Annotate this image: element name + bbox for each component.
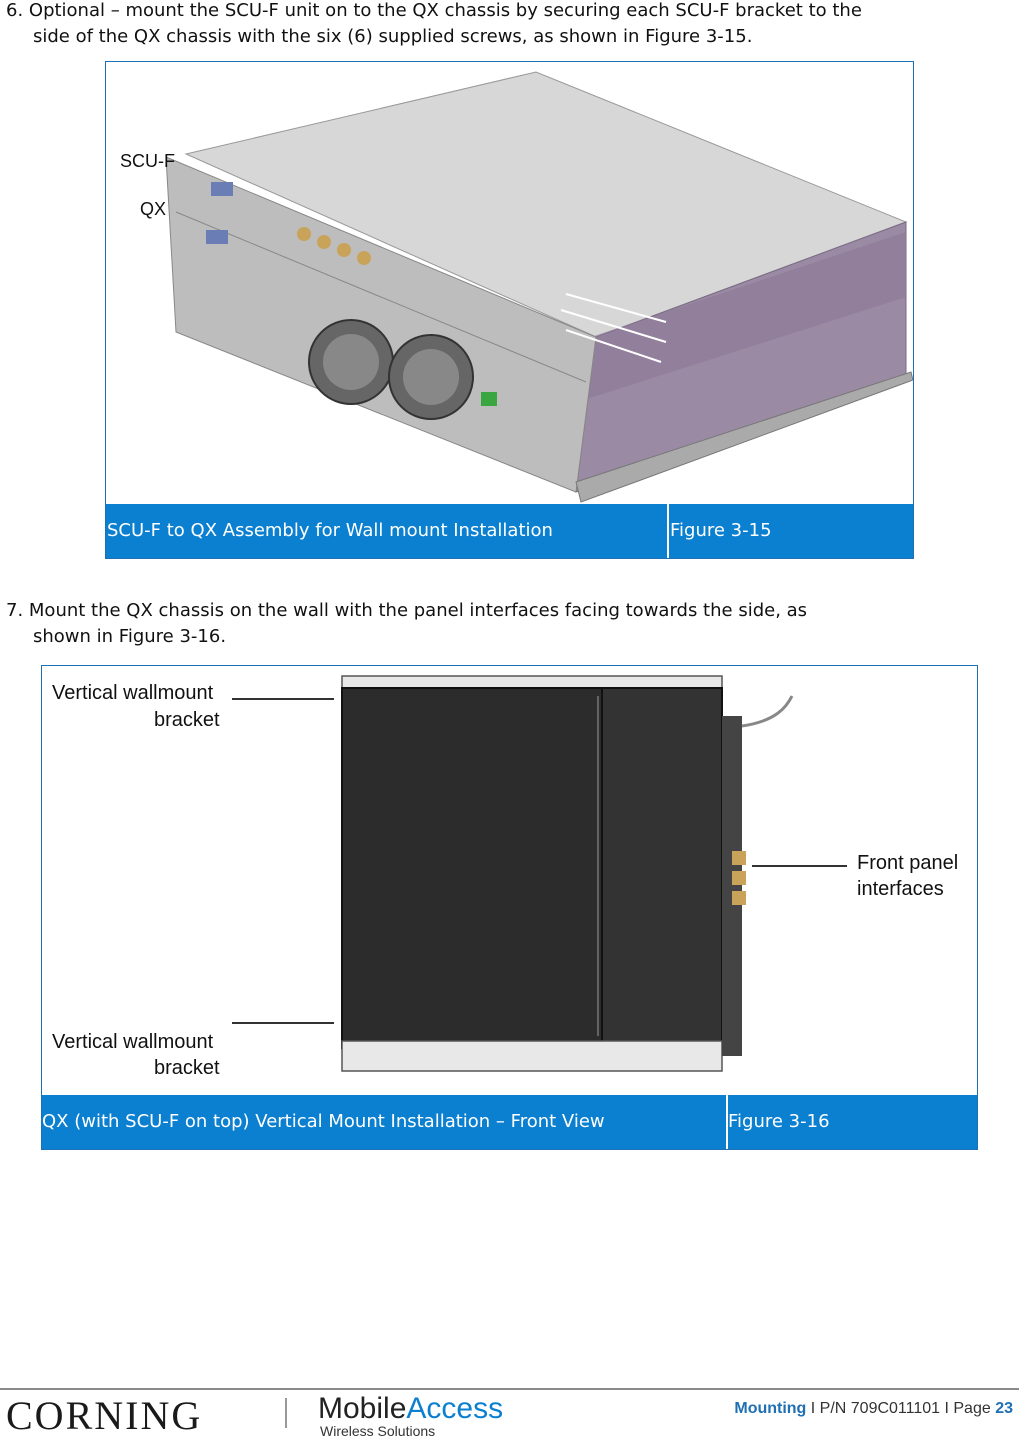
bottom-bracket-label-line-2: bracket <box>154 1057 220 1079</box>
figure-3-15: SCU-F QX SCU-F to QX Assembly for Wall m… <box>105 61 914 559</box>
caption-divider <box>726 1095 728 1149</box>
step-6-text: 6. Optional – mount the SCU-F unit on to… <box>6 0 1016 50</box>
mobileaccess-logo-b: Access <box>406 1392 504 1425</box>
page-footer: CORNING MobileAccess Wireless Solutions … <box>0 1388 1019 1438</box>
front-panel-label-line-1: Front panel <box>857 852 958 874</box>
figure-3-16-image: Vertical wallmount bracket Vertical wall… <box>42 666 977 1095</box>
top-bracket-label-line-1: Vertical wallmount <box>52 682 214 704</box>
top-bracket-label-line-2: bracket <box>154 709 220 731</box>
step-7-line-1: 7. Mount the QX chassis on the wall with… <box>6 600 808 621</box>
step-6-line-2: side of the QX chassis with the six (6) … <box>33 26 753 47</box>
footer-part-info: I P/N 709C011101 I Page <box>806 1400 996 1417</box>
logo-divider <box>285 1398 287 1428</box>
mobileaccess-logo: MobileAccess <box>318 1392 503 1426</box>
footer-page-info: Mounting I P/N 709C011101 I Page 23 <box>734 1400 1013 1418</box>
corning-logo: CORNING <box>6 1393 203 1438</box>
front-panel-label-line-2: interfaces <box>857 878 944 900</box>
bottom-bracket-label-line-1: Vertical wallmount <box>52 1031 214 1053</box>
figure-3-16-number: Figure 3-16 <box>728 1111 830 1132</box>
scuf-label-svg: SCU-F <box>120 151 175 171</box>
figure-3-15-caption-row: SCU-F to QX Assembly for Wall mount Inst… <box>106 504 913 558</box>
vertical-mount-illustration: Vertical wallmount bracket Vertical wall… <box>52 675 958 1079</box>
figure-3-16-caption: QX (with SCU-F on top) Vertical Mount In… <box>42 1111 605 1132</box>
step-6-line-1: 6. Optional – mount the SCU-F unit on to… <box>6 0 862 21</box>
mobileaccess-tagline: Wireless Solutions <box>320 1423 436 1438</box>
scuf-qx-assembly-illustration: SCU-F QX <box>120 71 913 503</box>
figure-3-16-caption-row: QX (with SCU-F on top) Vertical Mount In… <box>42 1095 977 1149</box>
footer-section: Mounting <box>734 1400 807 1417</box>
figure-3-15-image: SCU-F QX <box>106 62 913 504</box>
caption-divider <box>667 504 669 558</box>
figure-3-15-number: Figure 3-15 <box>670 520 772 541</box>
footer-page-number: 23 <box>995 1400 1013 1417</box>
figure-3-16: Vertical wallmount bracket Vertical wall… <box>41 665 978 1150</box>
step-7-line-2: shown in Figure 3-16. <box>33 626 227 647</box>
figure-3-15-caption: SCU-F to QX Assembly for Wall mount Inst… <box>107 520 553 541</box>
qx-label-svg: QX <box>140 199 166 219</box>
mobileaccess-logo-a: Mobile <box>318 1392 407 1425</box>
step-7-text: 7. Mount the QX chassis on the wall with… <box>6 598 986 650</box>
